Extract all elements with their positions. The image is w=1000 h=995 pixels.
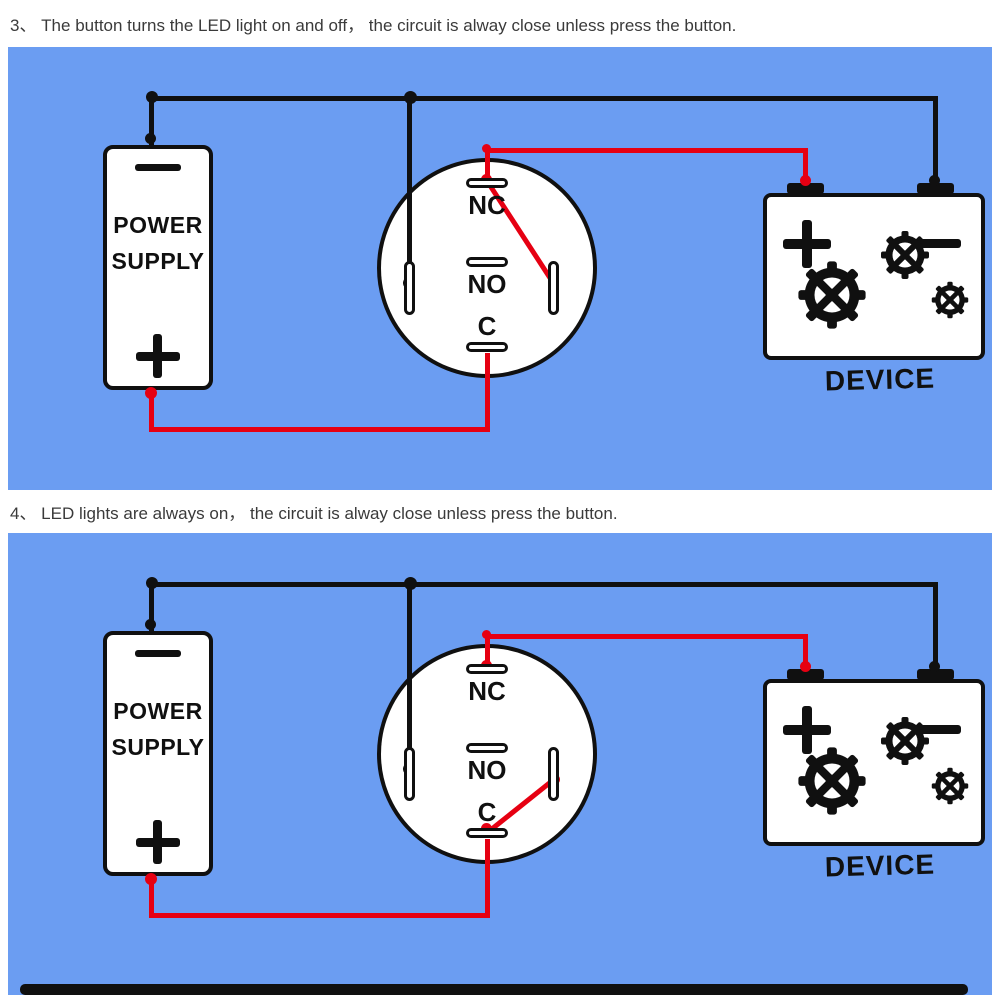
- wire-red-top: [485, 634, 808, 639]
- wire-red-c-drop: [485, 839, 490, 918]
- minus-symbol: [135, 164, 181, 171]
- wire-black-top: [149, 582, 938, 587]
- wire-black-device-drop: [933, 582, 938, 671]
- device-positive-dot: [800, 661, 811, 672]
- red-bend-dot: [482, 144, 491, 153]
- terminal-label-nc: NC: [468, 676, 506, 706]
- diagram-4-panel: POWER SUPPLY NC NO C DEVICE: [8, 533, 992, 995]
- red-bend-dot: [482, 630, 491, 639]
- gear-small-icon: [931, 281, 969, 319]
- wire-red-powersupply-drop: [149, 392, 154, 430]
- gear-large-icon: [797, 260, 867, 330]
- gear-medium-icon: [880, 230, 930, 280]
- terminal-slot-no: [466, 257, 508, 267]
- wire-red-powersupply-drop: [149, 878, 154, 916]
- powersupply-positive-terminal-dot: [145, 387, 157, 399]
- button-side-pin-right: [548, 261, 559, 315]
- device-positive-dot: [800, 175, 811, 186]
- caption-4-text: 4、 LED lights are always on， the circuit…: [10, 504, 618, 523]
- power-supply-label-line2: SUPPLY: [111, 248, 205, 274]
- device-negative-tab: [917, 669, 954, 680]
- junction-dot: [146, 577, 158, 589]
- caption-3: 3、 The button turns the LED light on and…: [0, 0, 1000, 47]
- power-supply-label-line1: POWER: [113, 212, 203, 238]
- powersupply-negative-terminal-dot: [145, 133, 156, 144]
- wire-red-device-drop: [803, 148, 808, 185]
- wire-red-nc-drop: [485, 634, 490, 666]
- cropped-next-diagram-edge: [20, 984, 968, 995]
- device-label: DEVICE: [824, 362, 936, 397]
- device-label: DEVICE: [824, 848, 936, 883]
- wire-red-bottom: [149, 913, 490, 918]
- wire-black-button-drop: [407, 96, 412, 286]
- device-negative-dot: [929, 175, 940, 186]
- terminal-slot-c: [466, 342, 508, 352]
- plus-symbol: [802, 220, 812, 268]
- minus-symbol: [913, 239, 961, 248]
- terminal-label-no: NO: [467, 269, 507, 299]
- plus-symbol: [153, 334, 162, 378]
- gear-large-icon: [797, 746, 867, 816]
- diagram-3-panel: POWER SUPPLY NC NO C DEVICE: [8, 47, 992, 490]
- terminal-label-nc: NC: [468, 190, 506, 220]
- plus-symbol: [802, 706, 812, 754]
- gear-small-icon: [931, 767, 969, 805]
- device: [763, 679, 985, 846]
- wire-red-c-drop: [485, 353, 490, 432]
- minus-symbol: [135, 650, 181, 657]
- caption-4: 4、 LED lights are always on， the circuit…: [0, 490, 1000, 533]
- wire-red-device-drop: [803, 634, 808, 671]
- powersupply-negative-terminal-dot: [145, 619, 156, 630]
- terminal-slot-c: [466, 828, 508, 838]
- device: [763, 193, 985, 360]
- wire-black-powersupply-drop: [149, 582, 154, 631]
- device-positive-tab: [787, 183, 824, 194]
- powersupply-positive-terminal-dot: [145, 873, 157, 885]
- power-supply-label-line1: POWER: [113, 698, 203, 724]
- wire-red-top: [485, 148, 808, 153]
- wire-red-bottom: [149, 427, 490, 432]
- gear-medium-icon: [880, 716, 930, 766]
- terminal-slot-nc: [466, 178, 508, 188]
- button-side-pin-left: [404, 261, 415, 315]
- button-side-pin-right: [548, 747, 559, 801]
- terminal-slot-no: [466, 743, 508, 753]
- plus-symbol: [153, 820, 162, 864]
- device-negative-dot: [929, 661, 940, 672]
- wire-black-button-drop: [407, 582, 412, 772]
- wire-black-top: [149, 96, 938, 101]
- terminal-label-no: NO: [467, 755, 507, 785]
- wire-red-nc-drop: [485, 148, 490, 180]
- junction-dot: [404, 91, 417, 104]
- terminal-label-c: C: [477, 311, 497, 341]
- junction-dot: [146, 91, 158, 103]
- button-side-pin-left: [404, 747, 415, 801]
- device-negative-tab: [917, 183, 954, 194]
- power-supply-label-line2: SUPPLY: [111, 734, 205, 760]
- terminal-label-c: C: [477, 797, 497, 827]
- minus-symbol: [913, 725, 961, 734]
- wire-black-powersupply-drop: [149, 96, 154, 145]
- device-positive-tab: [787, 669, 824, 680]
- power-supply-label: POWER SUPPLY: [103, 693, 213, 765]
- wire-black-device-drop: [933, 96, 938, 185]
- power-supply-label: POWER SUPPLY: [103, 207, 213, 279]
- junction-dot: [404, 577, 417, 590]
- caption-3-text: 3、 The button turns the LED light on and…: [10, 16, 737, 35]
- terminal-slot-nc: [466, 664, 508, 674]
